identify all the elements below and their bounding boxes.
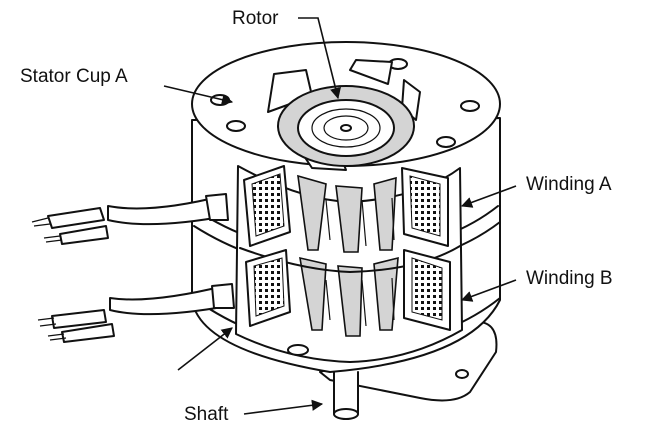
mount-hole — [436, 136, 456, 148]
stator-cup-a-label: Stator Cup A — [20, 66, 128, 87]
mount-hole — [226, 120, 246, 132]
rotor-label: Rotor — [232, 8, 279, 29]
shaft — [333, 371, 359, 420]
winding-a-label: Winding A — [526, 174, 612, 195]
shaft-leader — [243, 399, 324, 415]
winding-a — [243, 165, 449, 247]
mount-hole — [287, 344, 309, 356]
leader-lines — [163, 17, 517, 415]
winding-b — [245, 249, 451, 331]
winding-a-leader — [460, 185, 517, 208]
mount-hole — [460, 100, 480, 112]
winding-b-label: Winding B — [526, 268, 613, 289]
lead-wires-a — [31, 193, 229, 245]
shaft-label: Shaft — [184, 404, 229, 425]
unlabeled-leader — [177, 327, 233, 371]
rotor — [267, 59, 421, 171]
rotor-leader — [298, 17, 341, 100]
stator-cup-a-leader — [163, 85, 234, 106]
lead-wires-b — [37, 283, 235, 343]
winding-b-leader — [460, 279, 517, 302]
